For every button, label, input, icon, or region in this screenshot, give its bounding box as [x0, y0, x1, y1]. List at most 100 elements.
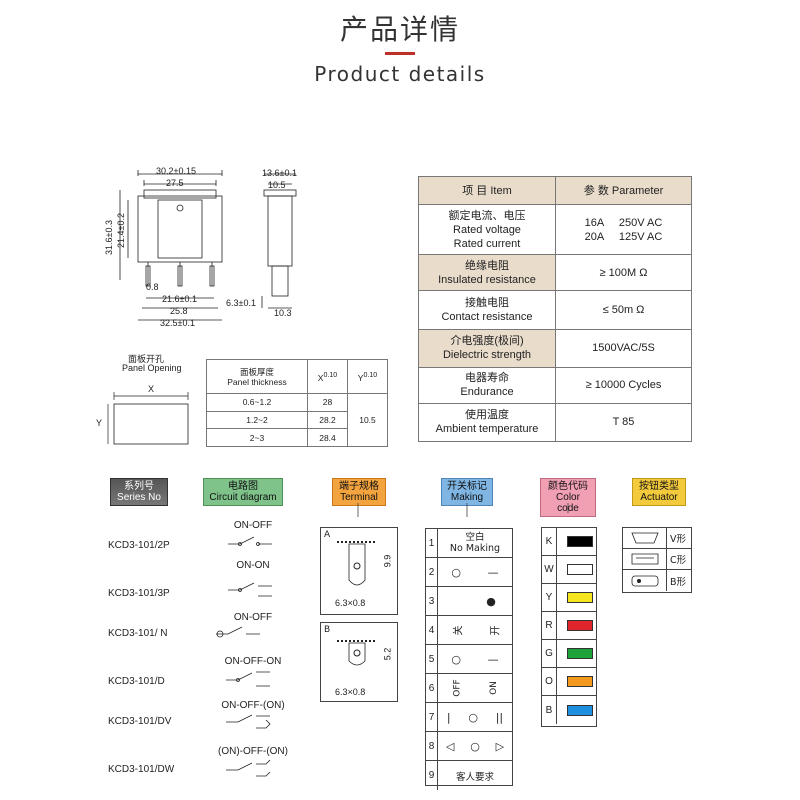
terminal-a: A 9.9 6.3×0.8	[320, 527, 398, 615]
spec-val-endurance: ≥ 10000 Cycles	[555, 366, 692, 404]
making-row: 5○—	[426, 645, 512, 674]
dim-width-inner: 27.5	[166, 178, 184, 188]
spec-val-insulated: ≥ 100M Ω	[555, 254, 692, 292]
panel-x-label: X	[148, 384, 155, 394]
dim-side-inner: 10.5	[268, 180, 286, 190]
actuator-b-icon	[631, 575, 658, 586]
series-3: KCD3-101/D	[108, 676, 165, 687]
making-row: 3●	[426, 587, 512, 616]
actuator-table: V形 C形 B形	[622, 527, 692, 593]
actuator-row-v: V形	[623, 528, 691, 549]
color-swatch	[567, 536, 593, 547]
terminal-b-size: 6.3×0.8	[335, 687, 366, 697]
state-1: ON-ON	[236, 560, 270, 571]
panel-row-2-thick: 2~3	[206, 428, 308, 447]
dim-width-outer: 30.2±0.15	[156, 166, 196, 176]
dim-height-inner: 21.4±0.2	[116, 213, 126, 248]
color-row-g: G	[542, 640, 596, 668]
page-title-cn: 产品详情	[339, 13, 460, 46]
series-1: KCD3-101/3P	[108, 588, 170, 599]
making-row: 8◁○▷	[426, 732, 512, 761]
panel-row-2-x: 28.4	[307, 428, 348, 447]
terminal-b-shape	[337, 640, 377, 666]
panel-y-label: Y	[96, 418, 103, 428]
connector-lines	[357, 503, 569, 517]
color-row-b: B	[542, 696, 596, 724]
spec-head-item: 项 目 Item	[418, 175, 556, 206]
color-swatch	[567, 648, 593, 659]
panel-y-value: 10.5	[347, 393, 388, 447]
terminal-b-label: B	[324, 625, 331, 635]
color-row-y: Y	[542, 584, 596, 612]
making-row: 7|○||	[426, 703, 512, 732]
series-list: ON-OFF KCD3-101/2P ON-ON KCD3-101/3P ON-…	[108, 520, 298, 790]
panel-head-x: X0.10	[307, 359, 348, 394]
actuator-row-c: C形	[623, 549, 691, 570]
spec-row-dielectric: 介电强度(极间)Dielectric strength	[418, 328, 556, 368]
dim-base: 25.8	[170, 306, 188, 316]
color-swatch	[567, 592, 593, 603]
series-5: KCD3-101/DW	[108, 764, 175, 775]
color-row-k: K	[542, 528, 596, 556]
spec-head-parameter: 参 数 Parameter	[555, 175, 692, 206]
terminal-a-size: 6.3×0.8	[335, 598, 366, 608]
dim-height-outer: 31.6±0.3	[104, 220, 114, 255]
page-title-en: Product details	[314, 62, 486, 86]
panel-row-1-thick: 1.2~2	[206, 410, 308, 430]
panel-opening-shape	[107, 392, 189, 445]
series-4: KCD3-101/DV	[108, 716, 172, 727]
panel-head-y: Y0.10	[347, 359, 388, 394]
actuator-v-icon	[630, 532, 659, 544]
terminal-b-dim: 5.2	[382, 647, 393, 661]
dim-pin: 0.8	[146, 282, 159, 292]
state-2: ON-OFF	[233, 612, 273, 623]
making-row: 2○—	[426, 558, 512, 587]
terminal-a-dim: 9.9	[382, 554, 393, 568]
circuit-diagrams	[216, 536, 272, 777]
color-swatch	[567, 564, 593, 575]
spec-val-dielectric: 1500VAC/5S	[555, 328, 692, 368]
spec-val-ambient: T 85	[555, 402, 692, 443]
panel-row-0-x: 28	[307, 393, 348, 412]
dim-side-base: 10.3	[274, 308, 292, 318]
panel-row-0-thick: 0.6~1.2	[206, 393, 308, 412]
color-row-w: W	[542, 556, 596, 584]
color-swatch	[567, 620, 593, 631]
color-code-table: K W Y R G O B	[541, 527, 597, 727]
terminal-b: B 5.2 6.3×0.8	[320, 622, 398, 702]
title-divider	[385, 52, 415, 55]
dimension-drawing	[119, 170, 297, 321]
series-0: KCD3-101/2P	[108, 540, 170, 551]
color-row-r: R	[542, 612, 596, 640]
terminal-a-shape	[337, 541, 377, 586]
dim-overall: 32.5±0.1	[160, 318, 195, 328]
color-row-o: O	[542, 668, 596, 696]
actuator-c-icon	[631, 553, 658, 565]
panel-opening-en: Panel Opening	[122, 363, 182, 373]
panel-row-1-x: 28.2	[307, 410, 348, 430]
state-4: ON-OFF-(ON)	[221, 700, 285, 711]
color-swatch	[567, 704, 593, 716]
state-0: ON-OFF	[233, 520, 273, 531]
dim-pin-span: 21.6±0.1	[162, 294, 197, 304]
color-swatch	[567, 676, 593, 687]
state-5: (ON)-OFF-(ON)	[218, 746, 288, 757]
state-3: ON-OFF-ON	[224, 656, 282, 667]
dim-terminal: 6.3±0.1	[226, 298, 256, 308]
